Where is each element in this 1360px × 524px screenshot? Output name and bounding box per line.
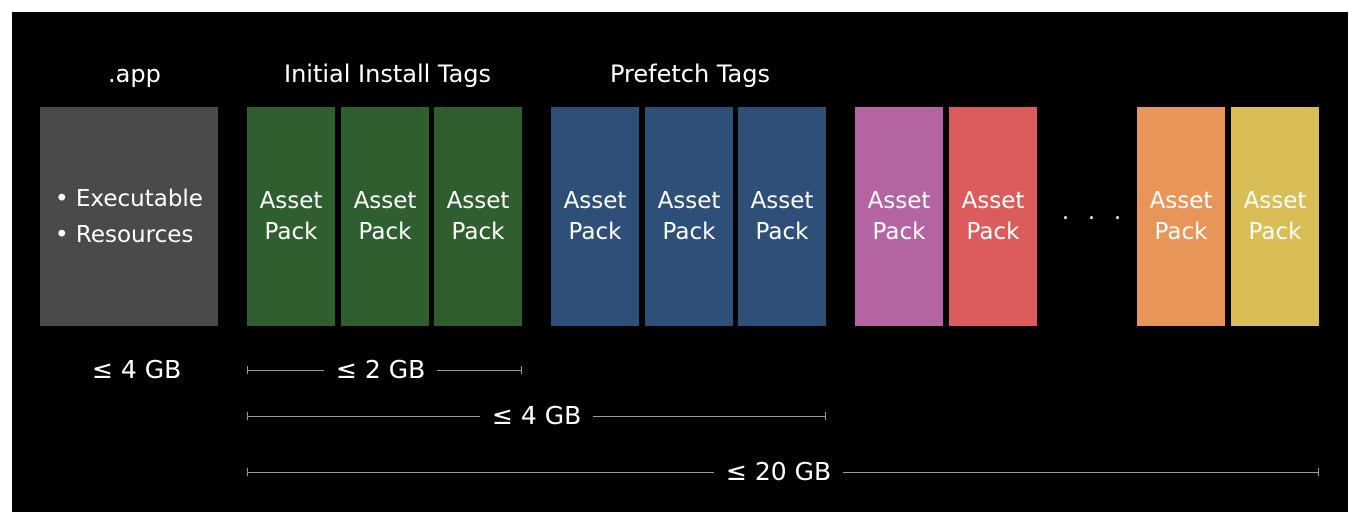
asset-pack-label-line2: Pack [662, 218, 716, 245]
asset-pack-label-line2: Pack [264, 218, 318, 245]
slide: .app Initial Install Tags Prefetch Tags … [12, 12, 1348, 512]
size-limit-app: ≤ 4 GB [92, 355, 182, 384]
asset-pack-label-line1: Asset [657, 187, 721, 214]
asset-pack-label-line1: Asset [1243, 187, 1307, 214]
asset-pack-label-line2: Pack [358, 218, 412, 245]
asset-pack-label-line2: Pack [1248, 218, 1302, 245]
range-tick-end [825, 412, 826, 420]
app-contents-list: • Executable • Resources [55, 181, 203, 253]
asset-pack-label-line1: Asset [750, 187, 814, 214]
asset-pack-label-line1: Asset [563, 187, 627, 214]
asset-pack-label-line1: Asset [867, 187, 931, 214]
asset-pack-label-line1: Asset [353, 187, 417, 214]
asset-pack-label-line1: Asset [446, 187, 510, 214]
app-box: • Executable • Resources [40, 107, 218, 326]
asset-pack-label-line1: Asset [961, 187, 1025, 214]
range-tick-end [521, 366, 522, 374]
asset-pack-label-line2: Pack [872, 218, 926, 245]
size-limit-initial-install: ≤ 2 GB [324, 355, 438, 384]
asset-pack-label-line2: Pack [568, 218, 622, 245]
asset-pack-label-line2: Pack [1154, 218, 1208, 245]
app-item-executable: • Executable [55, 185, 203, 212]
asset-pack-label-line2: Pack [451, 218, 505, 245]
header-initial-install-tags: Initial Install Tags [284, 60, 492, 88]
asset-pack-label-line2: Pack [755, 218, 809, 245]
asset-pack-label-line2: Pack [966, 218, 1020, 245]
range-tick-end [1318, 468, 1319, 476]
size-limit-total: ≤ 20 GB [714, 457, 844, 486]
size-limit-initial-plus-prefetch: ≤ 4 GB [480, 401, 594, 430]
range-tick-start [247, 366, 248, 374]
header-app: .app [108, 60, 161, 88]
range-tick-start [247, 468, 248, 476]
header-prefetch-tags: Prefetch Tags [610, 60, 770, 88]
app-item-resources: • Resources [55, 221, 194, 248]
ellipsis: . . . [1062, 200, 1127, 225]
asset-pack-label-line1: Asset [259, 187, 323, 214]
asset-pack-label-line1: Asset [1149, 187, 1213, 214]
range-tick-start [247, 412, 248, 420]
